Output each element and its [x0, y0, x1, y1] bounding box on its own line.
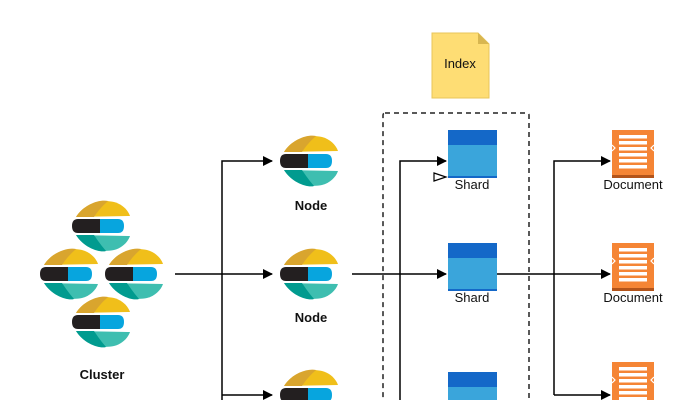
document-label: Document — [603, 177, 663, 192]
node-2: Node — [280, 248, 338, 325]
elastic-logo-icon — [40, 248, 98, 300]
node-label: Node — [295, 198, 328, 213]
elastic-logo-icon — [280, 248, 338, 300]
shard-3 — [448, 372, 497, 400]
shard-2: Shard — [448, 243, 497, 305]
document-3 — [611, 361, 655, 400]
cluster-connectors — [175, 156, 273, 400]
node-1: Node — [280, 135, 338, 213]
elastic-logo-icon — [105, 248, 163, 300]
document-2: Document — [603, 242, 663, 305]
elastic-logo-icon — [72, 200, 130, 252]
document-icon — [611, 242, 655, 292]
document-label: Document — [603, 290, 663, 305]
index-note: Index — [431, 32, 490, 99]
elastic-logo-icon — [280, 135, 338, 187]
document-icon — [611, 129, 655, 179]
document-1: Document — [603, 129, 663, 192]
elastic-logo-icon — [72, 296, 130, 348]
index-boundary — [382, 112, 530, 400]
index-label: Index — [444, 56, 476, 71]
shard-label: Shard — [455, 290, 490, 305]
shard-document-connectors — [497, 156, 611, 400]
elastic-logo-icon — [280, 369, 338, 400]
shard-icon — [448, 243, 497, 291]
shard-icon — [448, 130, 497, 178]
shard-1: Shard — [448, 130, 497, 192]
open-arrow-icon — [433, 172, 448, 182]
shard-icon — [448, 372, 497, 400]
node-3 — [280, 369, 338, 400]
cluster-label: Cluster — [80, 367, 125, 382]
document-icon — [611, 361, 655, 400]
node-label: Node — [295, 310, 328, 325]
shard-label: Shard — [455, 177, 490, 192]
cluster-group: Cluster — [40, 200, 163, 382]
node-shard-connectors — [352, 156, 447, 400]
